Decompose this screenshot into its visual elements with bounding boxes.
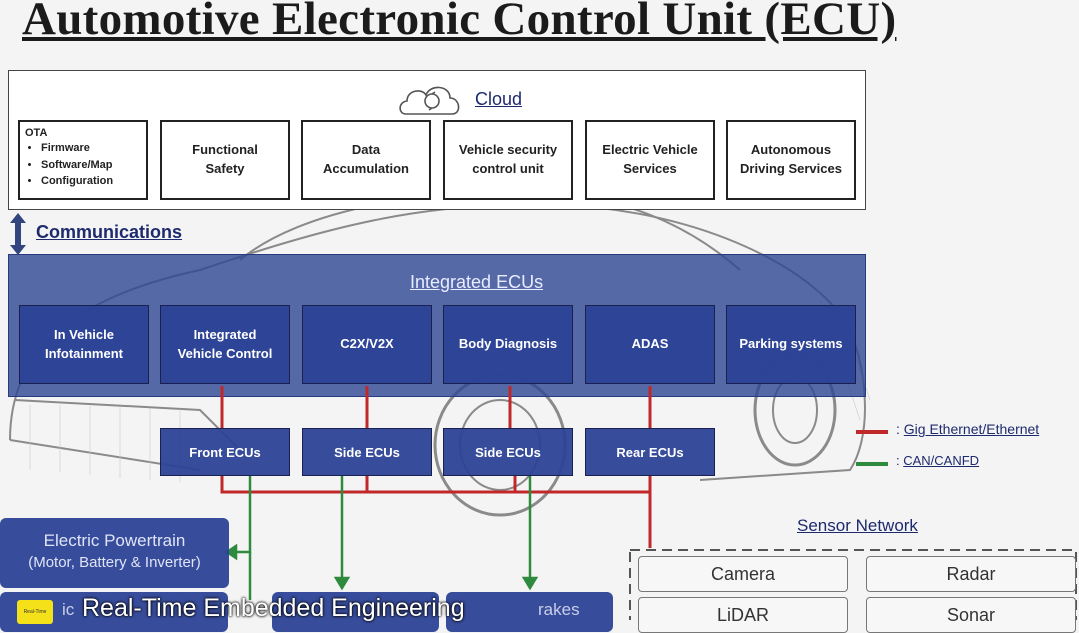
service-line: Safety [205,161,245,176]
ota-item: Firmware [41,140,141,157]
sensor-radar: Radar [866,556,1076,592]
front-ecus: Front ECUs [160,428,290,476]
ota-box: OTA Firmware Software/Map Configuration [18,120,148,200]
service-line: Electric Vehicle [602,142,698,158]
module-line: Vehicle Control [177,345,273,361]
page-title: Automotive Electronic Control Unit (ECU) [22,0,897,45]
ota-item: Software/Map [41,157,141,174]
integrated-ecus-title: Integrated ECUs [410,272,544,292]
rear-ecus: Rear ECUs [585,428,715,476]
service-line: Driving Services [740,161,842,176]
ecu-body-diagnosis: Body Diagnosis [443,305,573,384]
cloud-label: Cloud [475,89,523,109]
bottom-left-text: ic [62,600,75,619]
can-lines [224,476,539,600]
module-line: Infotainment [45,345,123,361]
service-line: Autonomous [750,142,832,158]
service-line: Accumulation [323,161,409,176]
legend-can-text: CAN/CANFD [903,453,980,468]
service-line: Functional [192,142,258,158]
communications-label: Communications [36,222,183,242]
ecu-parking-systems: Parking systems [726,305,856,384]
module-line: In Vehicle [54,326,114,342]
double-arrow-icon [10,213,26,255]
sensor-sonar: Sonar [866,597,1076,633]
service-line: Services [623,161,677,176]
legend-ethernet: : Gig Ethernet/Ethernet [896,421,1040,437]
side-ecus-right: Side ECUs [443,428,573,476]
ota-item: Configuration [41,173,141,190]
powertrain-title: Electric Powertrain [43,531,186,550]
ota-heading: OTA [25,127,48,139]
integrated-ecus-panel [8,254,866,397]
cloud-icon [399,86,460,115]
service-line: Vehicle security [458,142,558,158]
service-line: Data [351,142,381,158]
side-ecus-left: Side ECUs [302,428,432,476]
bottom-brakes-box: rakes [446,592,613,632]
electric-powertrain-box: Electric Powertrain (Motor, Battery & In… [0,518,229,588]
channel-logo: Real-Time [17,600,53,624]
legend-can: : CAN/CANFD [896,453,980,468]
sensor-camera: Camera [638,556,848,592]
channel-name: Real-Time Embedded Engineering [82,594,465,622]
bottom-brakes-text: rakes [538,600,580,619]
module-line: Integrated [193,326,257,342]
cloud-service-vehicle-security: Vehicle security control unit [443,120,573,200]
ecu-adas: ADAS [585,305,715,384]
sensor-lidar: LiDAR [638,597,848,633]
legend-ethernet-text: Gig Ethernet/Ethernet [903,421,1040,437]
service-line: control unit [472,161,544,176]
sensor-network-title: Sensor Network [797,516,918,535]
ethernet-lines [220,386,652,548]
ecu-c2x-v2x: C2X/V2X [302,305,432,384]
sensor-network-boundary [629,549,1077,620]
connection-lines [220,386,1077,620]
powertrain-subtitle: (Motor, Battery & Inverter) [28,554,201,571]
